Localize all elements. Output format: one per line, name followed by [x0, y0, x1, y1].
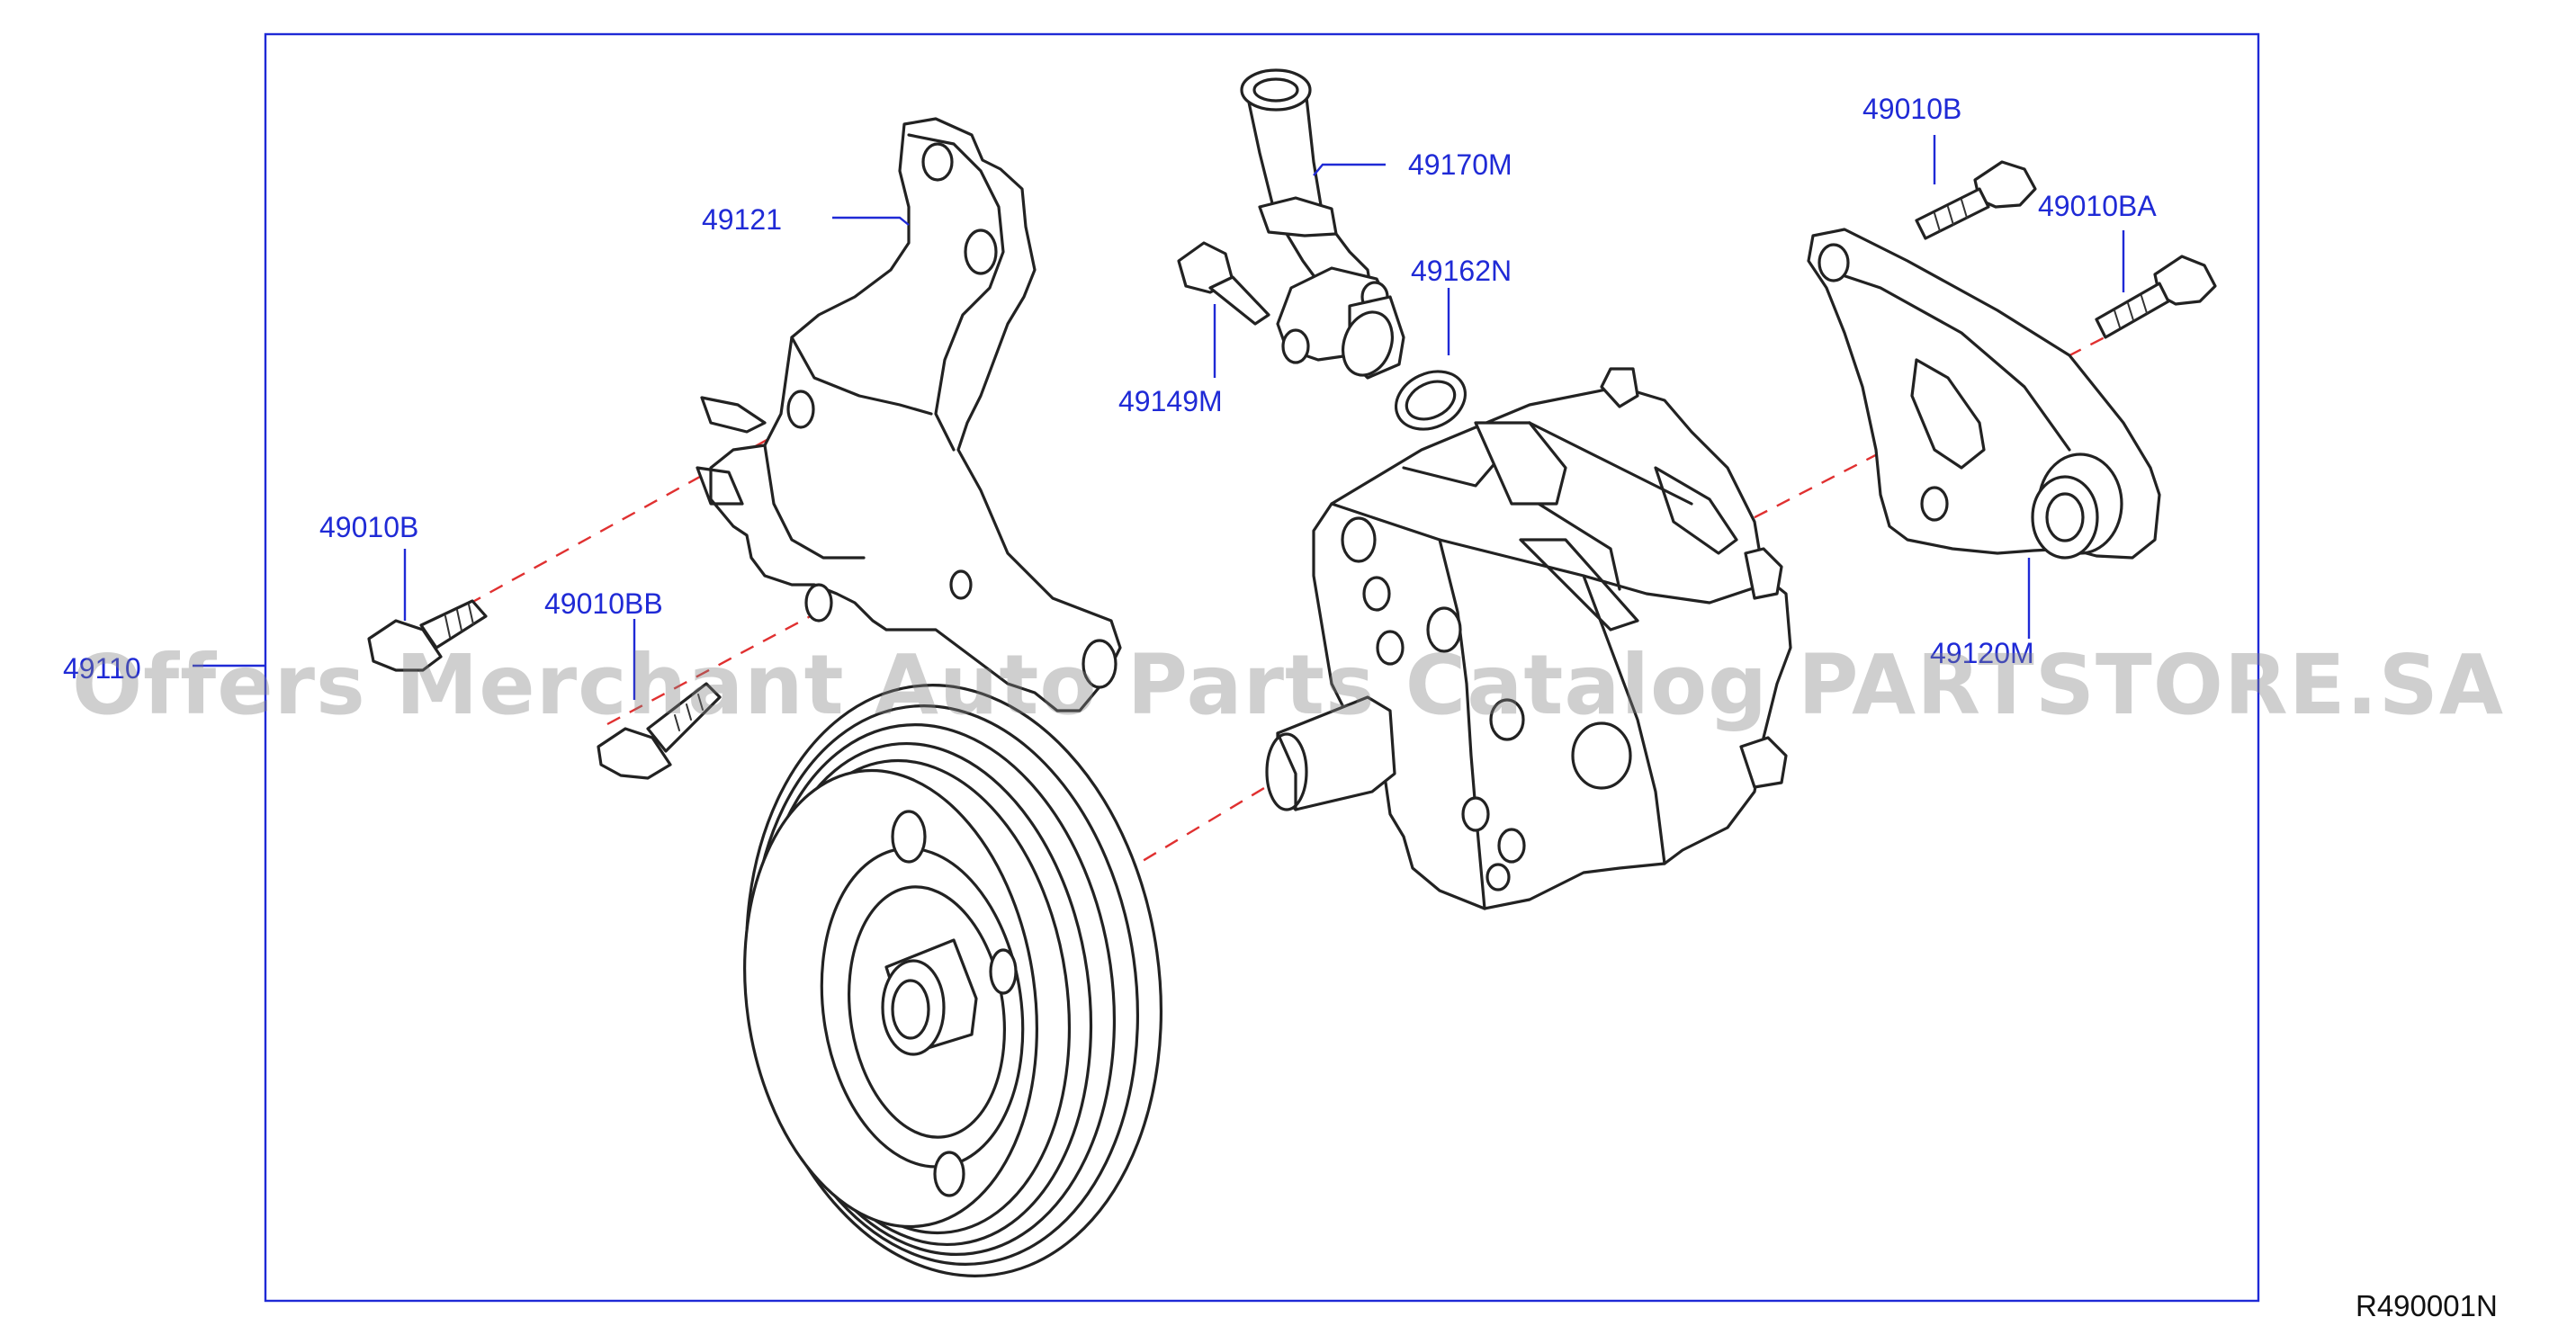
bracket-49121 [696, 117, 1122, 712]
callout-49010B-left[interactable]: 49010B [319, 511, 419, 543]
bolt-49010BA [2095, 255, 2217, 339]
diagram-frame [264, 32, 2260, 1303]
watermark-text: Offers Merchant Auto Parts Catalog PARTS… [71, 637, 2505, 733]
rear-bracket-49120M [1807, 228, 2161, 560]
bolt-49010B-left [367, 599, 488, 672]
callout-49010B-top[interactable]: 49010B [1862, 93, 1962, 125]
callout-49170M[interactable]: 49170M [1408, 148, 1512, 181]
callout-49010BB[interactable]: 49010BB [544, 587, 663, 620]
pump-body [1265, 367, 1792, 910]
figure-code: R490001N [2356, 1289, 2498, 1322]
pulley [743, 684, 1163, 1277]
bolt-49010BB [597, 682, 722, 780]
callout-49149M[interactable]: 49149M [1118, 385, 1223, 417]
bolt-49010B-top [1915, 160, 2037, 240]
bolt-49149M [1177, 241, 1270, 326]
callout-49120M[interactable]: 49120M [1930, 637, 2034, 669]
leader-lines [193, 135, 2125, 700]
callout-49110[interactable]: 49110 [63, 652, 141, 685]
callout-49162N[interactable]: 49162N [1411, 255, 1512, 287]
o-ring-49162N [1394, 370, 1468, 431]
callout-49121[interactable]: 49121 [702, 203, 782, 236]
callout-49010BA[interactable]: 49010BA [2038, 190, 2157, 222]
hose-fitting-49170M [1240, 68, 1405, 380]
